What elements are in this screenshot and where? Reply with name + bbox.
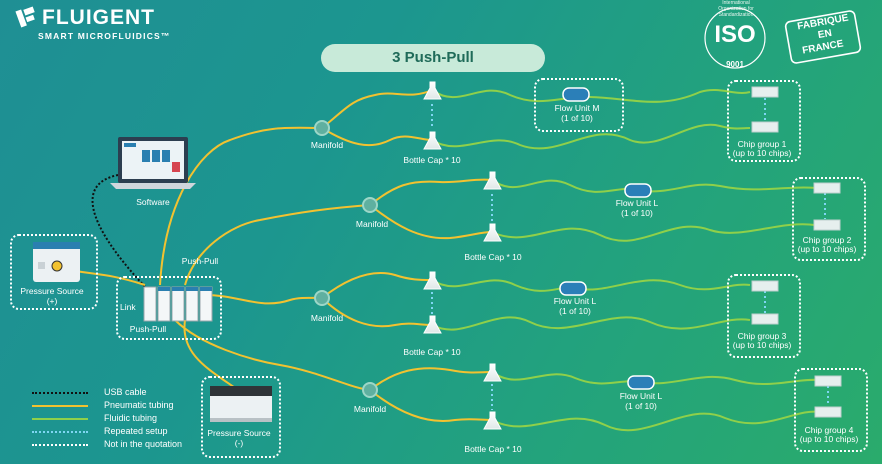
pneumatic-tube-cap-2b bbox=[369, 204, 493, 240]
fluidic-tube-3b bbox=[431, 316, 751, 331]
pneumatic-tube-cap-1a bbox=[321, 89, 433, 129]
fluidic-tube-2a bbox=[491, 179, 816, 193]
pneumatic-tube-cap-1b bbox=[321, 127, 433, 147]
legend-label-pneumatic: Pneumatic tubing bbox=[104, 400, 174, 410]
chip-group-2-label: Chip group 2 bbox=[802, 235, 852, 245]
fabrique-en-france-badge-icon bbox=[784, 10, 862, 64]
chip-group-3-label: Chip group 3 bbox=[737, 331, 787, 341]
manifold-label-2: Manifold bbox=[355, 219, 389, 229]
legend-swatch-repeated bbox=[32, 431, 88, 433]
pressure-source-minus-icon bbox=[210, 386, 272, 422]
link-pushpull-outline bbox=[116, 276, 222, 340]
legend-swatch-not-quoted bbox=[32, 444, 88, 446]
chip-group-1-sub: (up to 10 chips) bbox=[732, 148, 792, 158]
link-label: Link bbox=[120, 302, 136, 312]
flow-unit-l-label-3: Flow Unit L bbox=[553, 296, 597, 306]
pneumatic-tube-pressure-minus bbox=[183, 319, 239, 391]
pneumatic-tube-cap-4a bbox=[369, 367, 493, 391]
flow-unit-m-outline bbox=[534, 78, 624, 132]
chip-group-1-outline bbox=[727, 80, 801, 162]
push-pull-bottom-label: Push-Pull bbox=[129, 324, 167, 334]
chip-group-1-label: Chip group 1 bbox=[737, 139, 787, 149]
chip-group-4-label: Chip group 4 bbox=[804, 425, 854, 435]
pneumatic-tube-cap-3b bbox=[321, 297, 433, 328]
pressure-plus-label: Pressure Source bbox=[20, 286, 84, 296]
pressure-minus-outline bbox=[201, 376, 281, 458]
manifold-label-1: Manifold bbox=[310, 140, 344, 150]
laptop-icon bbox=[110, 137, 196, 189]
fluidic-tube-1b bbox=[431, 123, 751, 150]
fluidic-tube-4a bbox=[491, 371, 821, 386]
flow-unit-m-label: Flow Unit M bbox=[554, 103, 600, 113]
brand-name: FLUIGENT bbox=[42, 6, 155, 29]
fluidic-tube-2b bbox=[491, 223, 816, 242]
fluidic-tube-3a bbox=[431, 279, 751, 292]
iso-ring-text: International Organization for Standardi… bbox=[718, 0, 754, 18]
chip-group-3-outline bbox=[727, 274, 801, 358]
iso-badge-icon bbox=[704, 7, 766, 69]
flow-unit-l-label-2: Flow Unit L bbox=[615, 198, 659, 208]
chip-group-4-sub: (up to 10 chips) bbox=[799, 434, 859, 444]
push-pull-top-label: Push-Pull bbox=[181, 256, 219, 266]
bottle-cap-label-3: Bottle Cap * 10 bbox=[403, 347, 461, 357]
legend-swatch-fluidic bbox=[32, 418, 88, 420]
pressure-plus-sign: (+) bbox=[46, 296, 58, 306]
fluidic-tube-1a bbox=[431, 89, 751, 103]
iso-text: ISO bbox=[714, 21, 756, 48]
pneumatic-tube-cap-2a bbox=[369, 178, 493, 206]
legend-swatch-usb bbox=[32, 392, 88, 394]
chip-group-4-outline bbox=[794, 368, 868, 452]
diagram-title: 3 Push-Pull bbox=[321, 44, 545, 72]
legend-label-fluidic: Fluidic tubing bbox=[104, 413, 158, 423]
flow-unit-m-count: (1 of 10) bbox=[561, 113, 593, 123]
manifold-label-4: Manifold bbox=[353, 404, 387, 414]
chip-icon bbox=[751, 86, 842, 418]
manifold-label-3: Manifold bbox=[310, 313, 344, 323]
brand-tagline: SMART MICROFLUIDICS™ bbox=[38, 31, 171, 41]
pneumatic-tube-manifold-2 bbox=[184, 204, 371, 286]
flow-unit-l-count-4: (1 of 10) bbox=[625, 401, 657, 411]
flow-unit-l-label-4: Flow Unit L bbox=[619, 391, 663, 401]
pressure-plus-outline bbox=[10, 234, 98, 310]
pneumatic-tube-cap-4b bbox=[369, 389, 493, 422]
chip-group-2-sub: (up to 10 chips) bbox=[797, 244, 857, 254]
flow-unit-l-count-3: (1 of 10) bbox=[559, 306, 591, 316]
fluidic-tube-4b bbox=[491, 410, 821, 432]
flow-unit-icon bbox=[559, 87, 655, 390]
chip-group-3-sub: (up to 10 chips) bbox=[732, 340, 792, 350]
legend-swatch-pneumatic bbox=[32, 405, 88, 407]
pressure-minus-sign: (-) bbox=[234, 438, 244, 448]
bottle-cap-label-4: Bottle Cap * 10 bbox=[464, 444, 522, 454]
software-label: Software bbox=[136, 197, 170, 207]
pneumatic-tube-manifold-3 bbox=[204, 294, 323, 305]
flow-unit-l-count-2: (1 of 10) bbox=[621, 208, 653, 218]
fluigent-logo-icon bbox=[15, 6, 35, 28]
pneumatic-tube-manifold-1 bbox=[159, 126, 323, 286]
chip-group-2-outline bbox=[792, 177, 866, 261]
legend-label-usb: USB cable bbox=[104, 387, 147, 397]
manifold-icon bbox=[314, 120, 378, 398]
bottle-cap-label-2: Bottle Cap * 10 bbox=[464, 252, 522, 262]
pressure-source-plus-icon bbox=[33, 242, 80, 282]
legend-label-not-quoted: Not in the quotation bbox=[104, 439, 183, 449]
legend-label-repeated: Repeated setup bbox=[104, 426, 168, 436]
pneumatic-tube-cap-3a bbox=[321, 271, 433, 299]
push-pull-module-icon bbox=[143, 286, 213, 322]
bottle-cap-label-1: Bottle Cap * 10 bbox=[403, 155, 461, 165]
bottle-icon bbox=[423, 81, 502, 430]
pressure-minus-label: Pressure Source bbox=[207, 428, 271, 438]
iso-number: 9001 bbox=[726, 60, 744, 69]
